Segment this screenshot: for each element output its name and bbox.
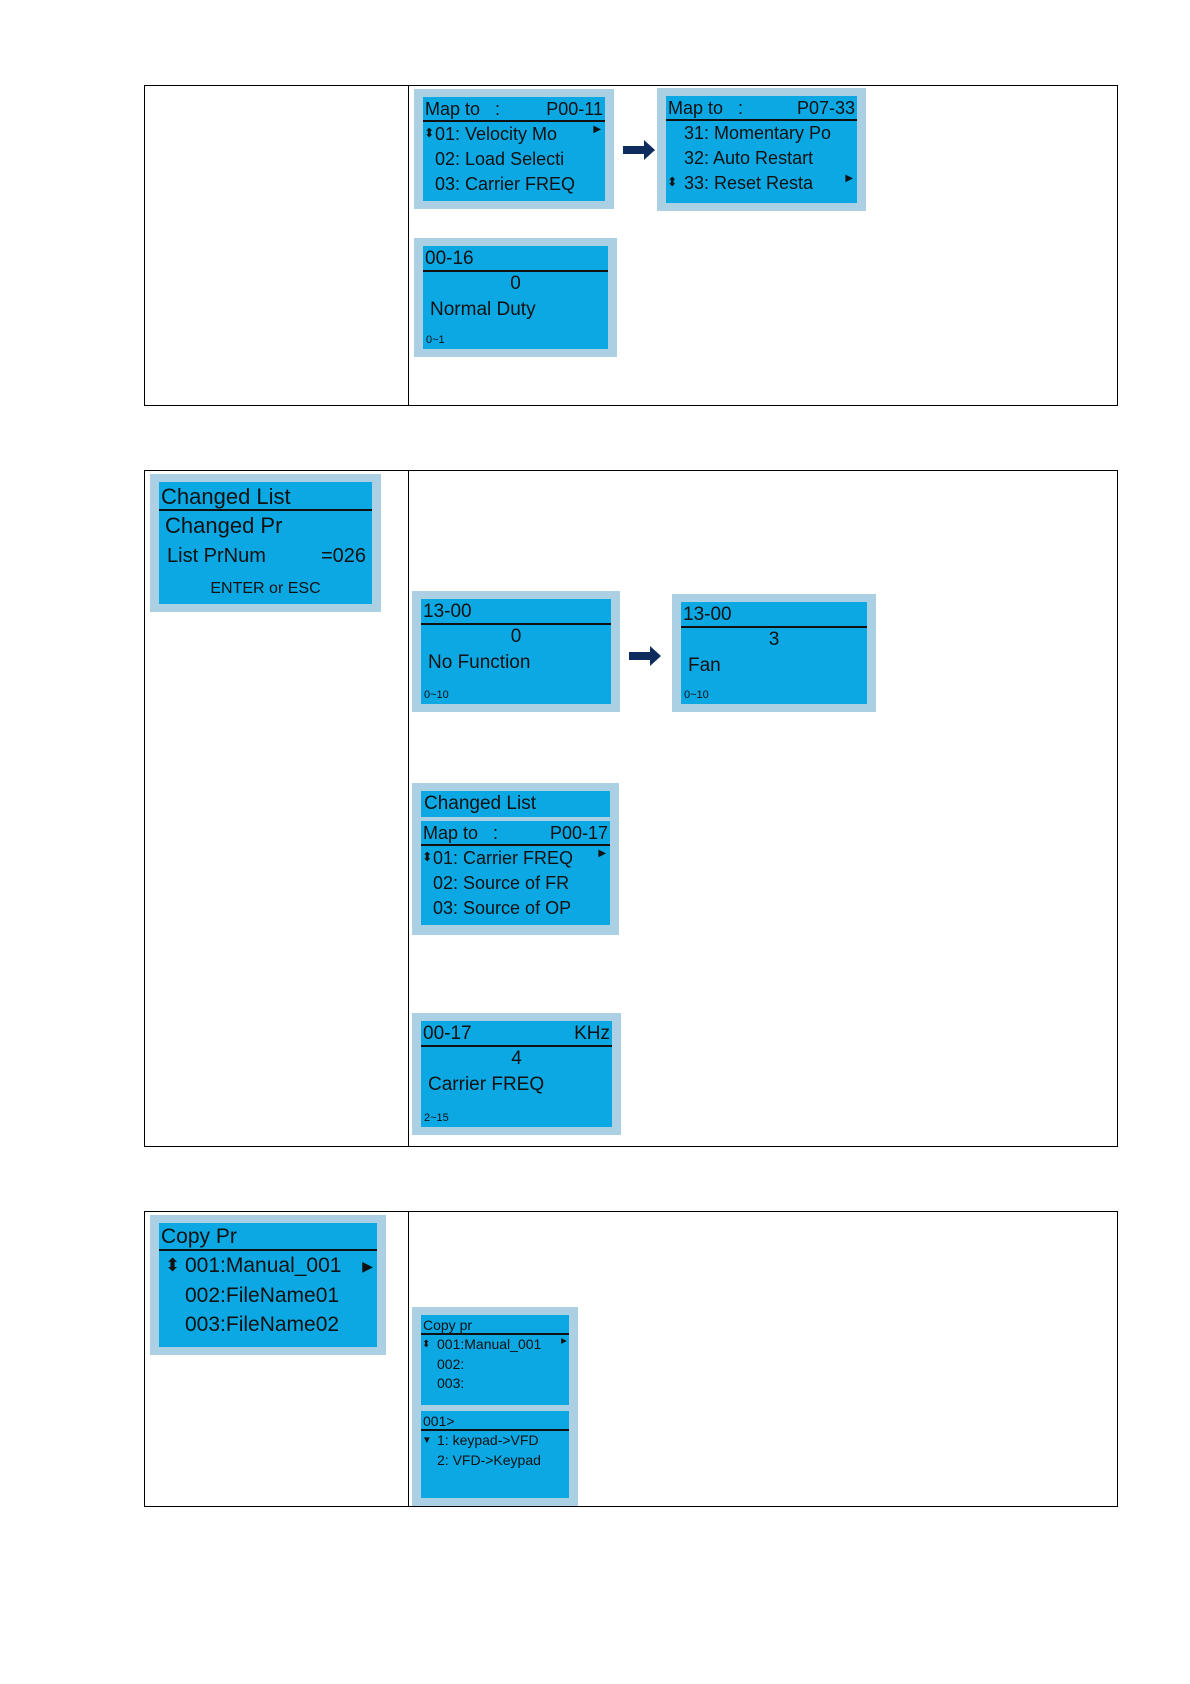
param-range: 0~10 — [684, 689, 709, 701]
lcd-param-00-17: 00-17 KHz 4 Carrier FREQ 2~15 — [412, 1013, 621, 1135]
param-name: Carrier FREQ — [428, 1073, 545, 1095]
lcd-changed-list: Changed List Changed Pr List PrNum =026 E… — [150, 474, 381, 612]
list-item: 03: Source of OP — [433, 898, 572, 919]
right-triangle-icon: ▶ — [593, 123, 601, 135]
screen-title: Copy pr — [423, 1317, 473, 1333]
list-item: 02: Load Selecti — [435, 148, 565, 169]
changed-pr-label: Changed Pr — [165, 513, 283, 539]
right-arrow-icon — [623, 140, 655, 160]
lcd-copy-pr: Copy Pr ⬍001:Manual_001▶ 002:FileName01 … — [150, 1215, 386, 1355]
right-triangle-icon: ▶ — [845, 173, 853, 185]
param-code: 00-17 — [423, 1023, 472, 1044]
param-range: 2~15 — [424, 1112, 449, 1124]
up-down-arrow-icon: ⬍ — [424, 125, 435, 140]
lcd-param-00-16: 00-16 0 Normal Duty 0~1 — [414, 238, 617, 357]
param-unit: KHz — [574, 1023, 610, 1044]
list-prnum-label: List PrNum — [167, 545, 266, 568]
right-triangle-icon: ▶ — [362, 1258, 373, 1275]
param-name: No Function — [428, 651, 531, 673]
param-value: 0 — [510, 625, 522, 647]
screen-title: Changed List — [161, 484, 291, 509]
header-label: Map to : — [425, 99, 501, 119]
sub-header: 001> — [423, 1413, 455, 1429]
list-item[interactable]: 002:FileName01 — [185, 1283, 340, 1307]
up-down-arrow-icon: ⬍ — [422, 849, 433, 864]
param-code: 13-00 — [423, 601, 472, 622]
list-item: ⬍01: Carrier FREQ▶ — [422, 847, 606, 868]
lcd-map-p00-11: Map to : P00-11 ⬍01: Velocity Mo▶ 02: Loa… — [414, 89, 614, 209]
list-item: 02: Source of FR — [433, 872, 570, 893]
lcd-param-13-00-before: 13-00 0 No Function 0~10 — [412, 591, 620, 712]
header-label: Map to : — [423, 823, 499, 843]
header-param: P00-11 — [546, 99, 603, 119]
param-value: 4 — [511, 1047, 522, 1069]
list-item[interactable]: 003: — [437, 1375, 465, 1392]
param-name: Fan — [688, 654, 721, 676]
up-down-arrow-icon: ⬍ — [667, 175, 678, 190]
list-item[interactable]: ⬍001:Manual_001▶ — [165, 1254, 373, 1278]
up-down-arrow-icon: ⬍ — [422, 1338, 431, 1350]
list-item: 32: Auto Restart — [684, 147, 814, 168]
down-triangle-icon: ▼ — [422, 1434, 432, 1446]
param-name: Normal Duty — [430, 298, 536, 320]
header-param: P07-33 — [796, 98, 855, 118]
list-item: ⬍01: Velocity Mo▶ — [424, 123, 601, 144]
list-item[interactable]: ⬍001:Manual_001▶ — [422, 1335, 567, 1353]
option-item[interactable]: ▼1: keypad->VFD — [422, 1432, 539, 1449]
screen-title: Changed List — [421, 791, 610, 817]
header-param: P00-17 — [549, 823, 608, 843]
option-item[interactable]: 2: VFD->Keypad — [437, 1451, 541, 1468]
lcd-map-p07-33: Map to : P07-33 31: Momentary Po 32: Auto… — [657, 88, 866, 211]
right-arrow-icon — [629, 646, 661, 666]
param-code: 00-16 — [425, 248, 474, 269]
list-item[interactable]: 003:FileName02 — [185, 1312, 340, 1336]
enter-esc-hint: ENTER or ESC — [210, 580, 321, 598]
table-3 — [144, 1211, 1118, 1507]
lcd-changed-list-map: Changed List Map to : P00-17 ⬍01: Carrier… — [412, 783, 619, 935]
lcd-param-13-00-after: 13-00 3 Fan 0~10 — [672, 594, 876, 712]
list-item[interactable]: 002: — [437, 1355, 465, 1372]
list-item: 31: Momentary Po — [684, 122, 832, 143]
right-triangle-icon: ▶ — [598, 847, 606, 859]
right-triangle-icon: ▶ — [561, 1335, 567, 1345]
param-range: 0~10 — [424, 689, 449, 701]
list-prnum-value: =026 — [320, 545, 366, 568]
table-1 — [144, 85, 1118, 406]
lcd-copy-pr-small: Copy pr ⬍001:Manual_001▶ 002: 003: 001> … — [412, 1307, 578, 1506]
param-code: 13-00 — [683, 604, 732, 625]
table-2 — [144, 470, 1118, 1147]
param-value: 3 — [768, 628, 780, 650]
header-label: Map to : — [668, 98, 744, 118]
list-item: 03: Carrier FREQ — [435, 174, 576, 195]
screen-title: Copy Pr — [161, 1225, 237, 1248]
param-value: 0 — [510, 272, 521, 294]
up-down-arrow-icon: ⬍ — [165, 1255, 181, 1276]
param-range: 0~1 — [426, 334, 445, 346]
list-item: ⬍33: Reset Resta▶ — [667, 173, 853, 194]
